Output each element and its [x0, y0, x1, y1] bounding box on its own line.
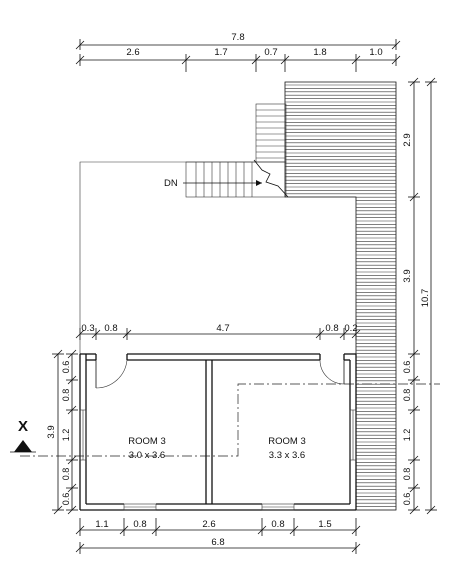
bottom-seg-1: 1.1	[95, 519, 108, 530]
top-seg-2: 1.7	[214, 47, 227, 58]
bottom-seg-5: 1.5	[318, 519, 331, 530]
section-marker-label: X	[18, 418, 28, 435]
room-1-size: 3.0 x 3.6	[129, 450, 165, 461]
left-seg-4: 0.8	[61, 468, 71, 481]
right-total-label: 10.7	[420, 289, 431, 308]
window-right	[349, 409, 357, 461]
right-upper-2: 3.9	[402, 269, 413, 282]
inner-seg-4: 0.8	[325, 323, 338, 334]
left-seg-1: 0.6	[61, 361, 71, 374]
left-dimension-segments: 0.6 0.8 1.2 0.8 0.6	[61, 349, 78, 515]
inner-seg-3: 4.7	[216, 323, 229, 334]
right-lower-3: 1.2	[402, 429, 412, 442]
inner-dimension-segments: 0.3 0.8 4.7 0.8 0.2	[75, 323, 361, 340]
stair: DN	[164, 103, 289, 198]
room-2-name: ROOM 3	[268, 436, 305, 447]
right-lower-1: 0.6	[402, 361, 412, 374]
bottom-total-label: 6.8	[211, 537, 224, 548]
top-dimension-total: 7.8	[75, 32, 401, 50]
right-lower-4: 0.8	[402, 468, 412, 481]
bottom-seg-3: 2.6	[202, 519, 215, 530]
right-dimension-total: 10.7	[420, 77, 437, 515]
hatched-ramp	[284, 81, 397, 511]
bottom-seg-4: 0.8	[271, 519, 284, 530]
inner-seg-2: 0.8	[104, 323, 117, 334]
section-marker: X	[10, 418, 36, 453]
top-seg-1: 2.6	[126, 47, 139, 58]
top-dimension-segments: 2.6 1.7 0.7 1.8 1.0	[75, 47, 401, 72]
room-walls	[79, 353, 357, 511]
window-bottom-2	[261, 503, 295, 511]
room-2-size: 3.3 x 3.6	[269, 450, 305, 461]
top-total-label: 7.8	[231, 32, 244, 43]
left-seg-5: 0.6	[61, 493, 71, 506]
bottom-seg-2: 0.8	[133, 519, 146, 530]
top-seg-4: 1.8	[313, 47, 326, 58]
left-seg-3: 1.2	[61, 429, 71, 442]
left-dimension-total: 3.9	[46, 349, 64, 515]
right-lower-5: 0.6	[402, 493, 412, 506]
right-lower-2: 0.8	[402, 389, 412, 402]
bottom-dimension-segments: 1.1 0.8 2.6 0.8 1.5	[75, 518, 361, 536]
inner-seg-5: 0.2	[344, 323, 357, 334]
inner-seg-1: 0.3	[81, 323, 94, 334]
window-bottom-1	[123, 503, 157, 511]
window-left	[79, 409, 87, 461]
section-line	[20, 383, 440, 457]
left-seg-2: 0.8	[61, 389, 71, 402]
top-seg-3: 0.7	[264, 47, 277, 58]
right-upper-1: 2.9	[402, 133, 413, 146]
right-dimension-segments: 2.9 3.9 0.6 0.8 1.2 0.8 0.6	[402, 77, 420, 515]
bottom-dimension-total: 6.8	[75, 537, 361, 554]
door-left	[95, 359, 128, 389]
door-right	[319, 359, 345, 385]
stair-dn-label: DN	[164, 178, 178, 189]
top-seg-5: 1.0	[369, 47, 382, 58]
room-1-name: ROOM 3	[128, 436, 165, 447]
left-total-label: 3.9	[46, 425, 57, 438]
